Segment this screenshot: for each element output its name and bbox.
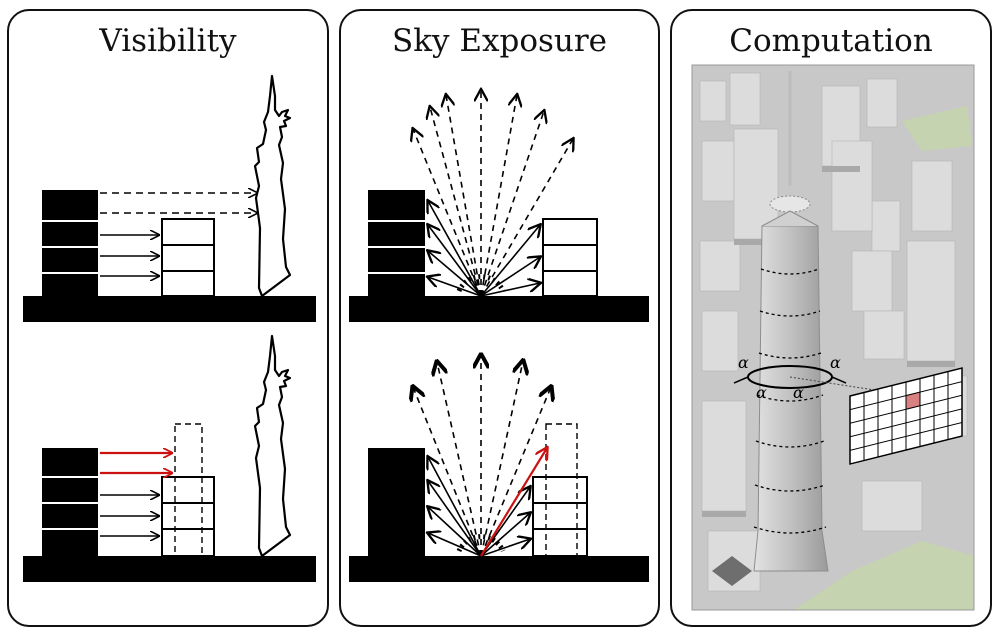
computation-city-render: α α α α [691, 64, 975, 611]
computation-panel: Computation [670, 9, 992, 627]
ground-top [349, 296, 649, 322]
statue-of-liberty-icon [253, 74, 292, 298]
ground-top [23, 296, 316, 322]
statue-of-liberty-icon [253, 334, 292, 558]
ground-bottom [349, 556, 649, 582]
panel-title-computation: Computation [729, 23, 933, 59]
angle-label: α [756, 383, 767, 402]
planned-building-outline [174, 423, 203, 557]
angle-label: α [830, 353, 841, 372]
angle-label: α [793, 383, 804, 402]
red-blocked-sky-ray [480, 448, 547, 557]
park-area [902, 106, 972, 151]
visibility-diagram [23, 74, 316, 582]
panel-title-visibility: Visibility [99, 23, 237, 59]
image-plane-grid [849, 367, 963, 465]
ground-bottom [23, 556, 316, 582]
sky-rays-top [413, 90, 573, 297]
observer-building-top [42, 190, 98, 296]
obstacle-building-top [161, 218, 215, 297]
park-area [793, 541, 974, 610]
sky-rays-bottom [413, 355, 551, 557]
sky-exposure-diagram [349, 11, 649, 582]
building-left-top [368, 190, 425, 296]
sky-exposure-panel: Sky Exposure [339, 9, 660, 627]
planned-building-outline [545, 423, 578, 557]
building-right-top [542, 218, 598, 297]
obstacle-building-bottom [161, 476, 215, 557]
building-left-bottom [368, 448, 425, 556]
highlighted-pixel [905, 391, 921, 410]
building-right-bottom [532, 476, 588, 557]
panel-title-sky-exposure: Sky Exposure [391, 23, 608, 59]
visibility-panel: Visibility [7, 9, 329, 627]
angle-label: α [738, 353, 749, 372]
